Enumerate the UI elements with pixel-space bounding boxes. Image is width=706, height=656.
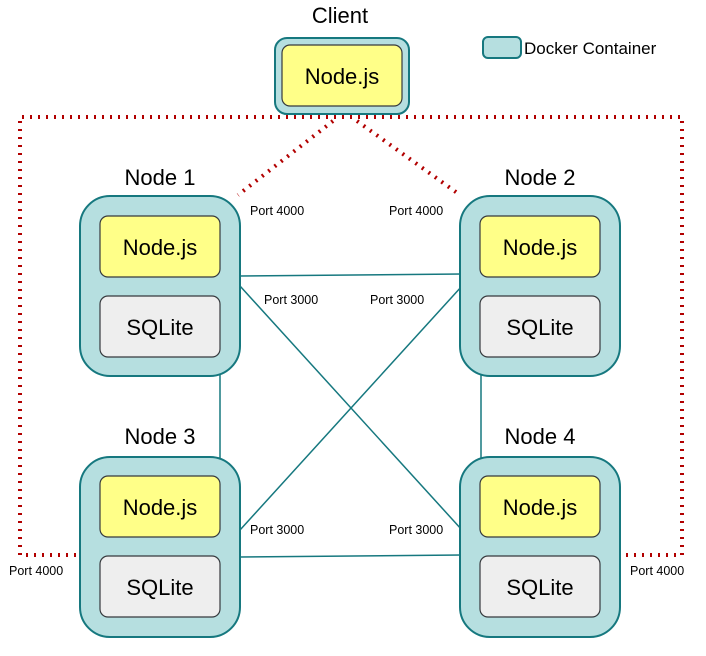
- port-label-outer-right: Port 4000: [630, 564, 684, 578]
- node-3-sqlite-label: SQLite: [126, 575, 193, 600]
- node-4: Node 4 Node.js SQLite: [459, 424, 621, 638]
- node-3: Node 3 Node.js SQLite: [79, 424, 241, 638]
- node-4-title: Node 4: [505, 424, 576, 449]
- node-1: Node 1 Node.js SQLite: [79, 165, 241, 377]
- node-4-nodejs-label: Node.js: [503, 495, 578, 520]
- node-2-title: Node 2: [505, 165, 576, 190]
- node-1-nodejs-label: Node.js: [123, 235, 198, 260]
- link-node2-node3: [239, 285, 463, 531]
- node-3-nodejs-box: [99, 475, 221, 538]
- node-3-nodejs-label: Node.js: [123, 495, 198, 520]
- dotted-connections: [18, 115, 684, 557]
- port-label-node3-mesh: Port 3000: [250, 523, 304, 537]
- port-label-node4-mesh: Port 3000: [389, 523, 443, 537]
- port-label-node1-mesh: Port 3000: [264, 293, 318, 307]
- node-3-title: Node 3: [125, 424, 196, 449]
- port-labels: Port 4000 Port 4000 Port 3000 Port 3000 …: [9, 204, 684, 578]
- node-2-sqlite-label: SQLite: [506, 315, 573, 340]
- node-4-sqlite-box: [479, 555, 601, 618]
- link-node3-node4: [239, 554, 463, 558]
- node-2-nodejs-label: Node.js: [503, 235, 578, 260]
- legend-swatch: [482, 36, 522, 59]
- port-label-node2-mesh: Port 3000: [370, 293, 424, 307]
- port-label-client-node1: Port 4000: [250, 204, 304, 218]
- mesh-links: [219, 273, 482, 558]
- outer-dotted-loop: [18, 115, 684, 557]
- node-4-sqlite-label: SQLite: [506, 575, 573, 600]
- node-2: Node 2 Node.js SQLite: [459, 165, 621, 377]
- node-2-sqlite-box: [479, 295, 601, 358]
- node-1-nodejs-box: [99, 215, 221, 278]
- client-group: Client Node.js: [274, 3, 410, 115]
- node-1-title: Node 1: [125, 165, 196, 190]
- node-2-nodejs-box: [479, 215, 601, 278]
- node-4-nodejs-box: [479, 475, 601, 538]
- node-1-sqlite-box: [99, 295, 221, 358]
- client-nodejs-box: [281, 44, 403, 107]
- port-label-client-node2: Port 4000: [389, 204, 443, 218]
- port-label-outer-left: Port 4000: [9, 564, 63, 578]
- legend-label: Docker Container: [524, 39, 657, 58]
- node-1-sqlite-label: SQLite: [126, 315, 193, 340]
- legend: Docker Container: [482, 36, 657, 59]
- client-title: Client: [312, 3, 368, 28]
- client-node2-dotted-link: [355, 119, 462, 197]
- client-nodejs-label: Node.js: [305, 64, 380, 89]
- client-node1-dotted-link: [236, 119, 335, 197]
- link-node1-node2: [239, 273, 463, 277]
- node-3-sqlite-box: [99, 555, 221, 618]
